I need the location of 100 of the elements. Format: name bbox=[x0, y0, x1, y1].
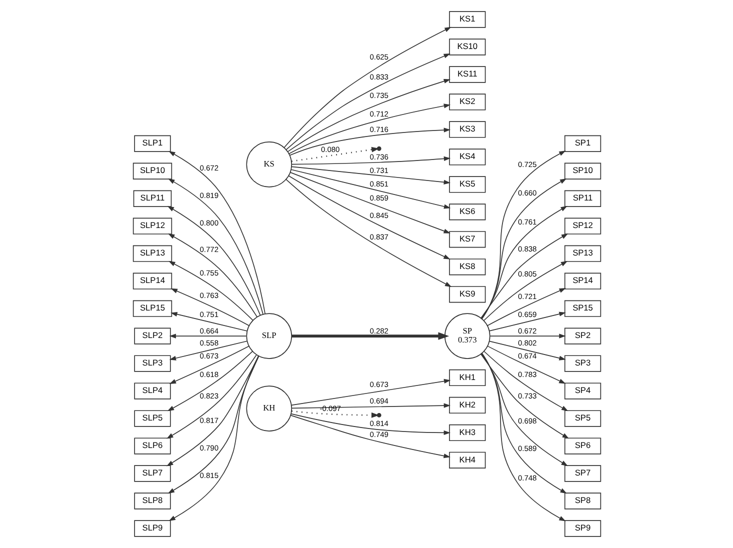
node-box: KS3 bbox=[448, 121, 486, 138]
node-box: SLP3 bbox=[134, 355, 170, 372]
edge-label: 0.733 bbox=[517, 392, 536, 401]
node-box: KH3 bbox=[448, 424, 486, 442]
edge-label: 0.558 bbox=[199, 338, 218, 348]
edge-label: 0.819 bbox=[199, 190, 218, 200]
arrow bbox=[483, 350, 568, 412]
node-circle: SLP bbox=[246, 313, 292, 359]
node-box: SP6 bbox=[564, 438, 601, 454]
edge-label: 0.625 bbox=[369, 52, 388, 62]
arrow bbox=[291, 332, 449, 340]
arrow bbox=[167, 178, 263, 315]
arrow bbox=[168, 151, 265, 314]
arrow bbox=[291, 146, 379, 162]
arrow bbox=[486, 346, 566, 384]
arrow bbox=[167, 234, 257, 318]
edge-label: 0.674 bbox=[517, 352, 536, 361]
node-box: KS11 bbox=[448, 66, 486, 83]
edge-label: 0.716 bbox=[369, 125, 388, 134]
node-box: SLP8 bbox=[134, 492, 170, 510]
node-box: SP4 bbox=[564, 382, 601, 400]
arrow bbox=[288, 128, 450, 156]
node-box: SLP7 bbox=[134, 465, 170, 482]
node-box: KS6 bbox=[448, 204, 486, 220]
edge-label: 0.751 bbox=[199, 310, 218, 320]
node-box: SP9 bbox=[564, 520, 601, 537]
arrow bbox=[481, 352, 566, 522]
node-box: SLP15 bbox=[132, 300, 172, 317]
node-box: KS5 bbox=[448, 176, 486, 193]
edge-label: 0.282 bbox=[369, 326, 388, 336]
node-box: SLP14 bbox=[132, 272, 172, 290]
node-box: SP5 bbox=[564, 410, 601, 427]
node-box: SP13 bbox=[564, 245, 601, 262]
node-box: SLP2 bbox=[134, 328, 170, 344]
node-box: SLP1 bbox=[134, 135, 170, 152]
edge-label: 0.805 bbox=[517, 269, 536, 278]
arrow bbox=[290, 156, 450, 165]
node-box: SP12 bbox=[564, 218, 601, 234]
arrow bbox=[480, 354, 568, 439]
edge-label: 0.660 bbox=[517, 188, 536, 198]
arrow bbox=[167, 356, 259, 494]
node-box: SP7 bbox=[564, 465, 601, 482]
node-box: KH2 bbox=[448, 396, 486, 414]
edge-label: 0.080 bbox=[320, 145, 340, 154]
node-box: SLP4 bbox=[134, 382, 170, 400]
node-circle: KS bbox=[246, 142, 292, 188]
node-box: SLP6 bbox=[134, 438, 170, 454]
node-box: SP14 bbox=[564, 272, 601, 290]
node-box: KS7 bbox=[448, 231, 486, 248]
edge-label: 0.783 bbox=[517, 370, 536, 380]
edge-label: 0.736 bbox=[369, 152, 388, 162]
node-box: KS1 bbox=[448, 11, 486, 28]
edge-label: 0.772 bbox=[199, 245, 218, 254]
arrow bbox=[168, 340, 247, 360]
node-box: SLP9 bbox=[134, 520, 170, 537]
node-box: SP2 bbox=[564, 328, 601, 344]
edge-label: 0.837 bbox=[369, 232, 388, 242]
edge-label: 0.761 bbox=[517, 218, 536, 227]
edge-label: 0.748 bbox=[517, 473, 536, 482]
arrow bbox=[480, 354, 568, 466]
edge-label: 0.672 bbox=[199, 163, 218, 172]
edge-label: 0.763 bbox=[199, 290, 218, 300]
arrow bbox=[168, 334, 246, 338]
arrow bbox=[288, 104, 450, 154]
arrow bbox=[168, 355, 258, 522]
arrow bbox=[291, 410, 379, 418]
arrow bbox=[290, 172, 450, 234]
edge-label: 0.814 bbox=[369, 419, 388, 428]
node-circle: KH bbox=[246, 386, 292, 432]
edge-label: 0.749 bbox=[369, 430, 388, 440]
edge-label: 0.673 bbox=[369, 380, 388, 390]
edge-label: 0.672 bbox=[517, 326, 536, 336]
node-box: SLP5 bbox=[134, 410, 170, 427]
node-box: SP11 bbox=[564, 190, 601, 207]
edge-label: 0.618 bbox=[199, 370, 218, 380]
arrow bbox=[481, 150, 566, 320]
edge-label: 0.790 bbox=[199, 443, 218, 452]
node-box: KS10 bbox=[448, 38, 486, 56]
edge-label: 0.845 bbox=[369, 210, 388, 220]
arrow bbox=[288, 175, 450, 260]
arrow bbox=[480, 353, 566, 494]
edge-label: 0.673 bbox=[199, 352, 218, 361]
node-box: SP10 bbox=[564, 162, 601, 180]
edge-label: 0.815 bbox=[199, 470, 218, 480]
arrow bbox=[489, 334, 566, 338]
arrow bbox=[290, 166, 450, 184]
node-box: SP8 bbox=[564, 492, 601, 510]
arrow bbox=[480, 233, 568, 318]
edge-label: 0.712 bbox=[369, 109, 388, 118]
node-box: SP1 bbox=[564, 135, 601, 152]
edge-label: 0.735 bbox=[369, 90, 388, 100]
arrow bbox=[486, 288, 566, 326]
edge-label: 0.589 bbox=[517, 444, 536, 454]
arrow bbox=[168, 261, 253, 321]
node-box: KS4 bbox=[448, 148, 486, 166]
arrow bbox=[285, 178, 452, 287]
arrow bbox=[480, 206, 567, 319]
edge-label: 0.659 bbox=[517, 310, 536, 320]
node-box: SLP11 bbox=[132, 190, 172, 207]
arrow bbox=[290, 413, 450, 436]
